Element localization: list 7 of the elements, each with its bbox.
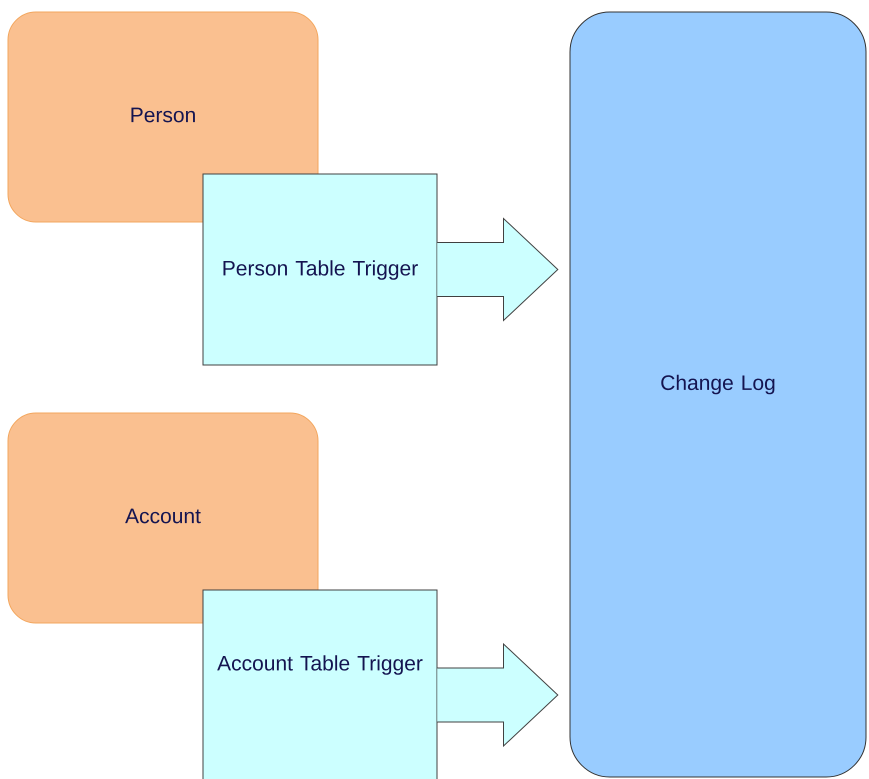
log-box: Change Log — [570, 12, 867, 778]
block-arrow — [436, 642, 559, 748]
trigger-box: Account Table Trigger — [202, 590, 438, 779]
trigger-box: Person Table Trigger — [202, 174, 438, 366]
block-arrow — [436, 217, 559, 322]
table-box: Account — [8, 412, 318, 624]
table-box: Person — [8, 12, 318, 222]
